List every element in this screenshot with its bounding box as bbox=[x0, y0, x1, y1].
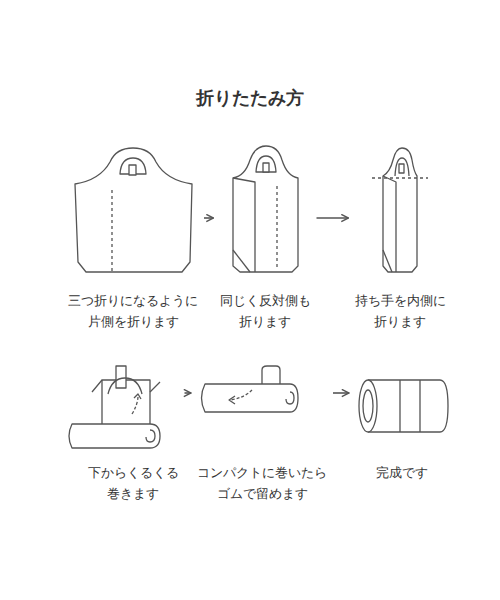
bag-roll-band bbox=[202, 366, 299, 412]
step-box: 下からくるくる 巻きます bbox=[85, 362, 182, 504]
step-caption: 三つ折りになるように 片側を折ります bbox=[68, 290, 198, 332]
step-arrow bbox=[333, 392, 349, 394]
step-box: 持ち手を内側に 折ります bbox=[352, 145, 449, 332]
bag-folded-twice bbox=[372, 148, 428, 272]
step-arrow bbox=[317, 217, 349, 219]
step-caption: 完成です bbox=[376, 462, 428, 483]
step-caption: 下からくるくる 巻きます bbox=[88, 462, 179, 504]
diagram-title: 折りたたみ方 bbox=[0, 86, 500, 110]
bag-open bbox=[75, 148, 192, 272]
bag-finished bbox=[359, 380, 448, 432]
bag-folded-once bbox=[233, 146, 298, 272]
step-box: 三つ折りになるように 片側を折ります bbox=[65, 145, 201, 332]
step-arrow bbox=[204, 217, 214, 219]
step-arrow bbox=[185, 392, 192, 394]
step-box: 同じく反対側も 折ります bbox=[217, 145, 314, 332]
step-box: 完成です bbox=[352, 362, 452, 483]
step-box: コンパクトに巻いたら ゴムで留めます bbox=[194, 362, 330, 504]
bag-rolling bbox=[69, 366, 160, 448]
step-caption: 同じく反対側も 折ります bbox=[220, 290, 311, 332]
step-caption: 持ち手を内側に 折ります bbox=[355, 290, 446, 332]
step-figures bbox=[69, 146, 448, 448]
step-caption: コンパクトに巻いたら ゴムで留めます bbox=[197, 462, 327, 504]
